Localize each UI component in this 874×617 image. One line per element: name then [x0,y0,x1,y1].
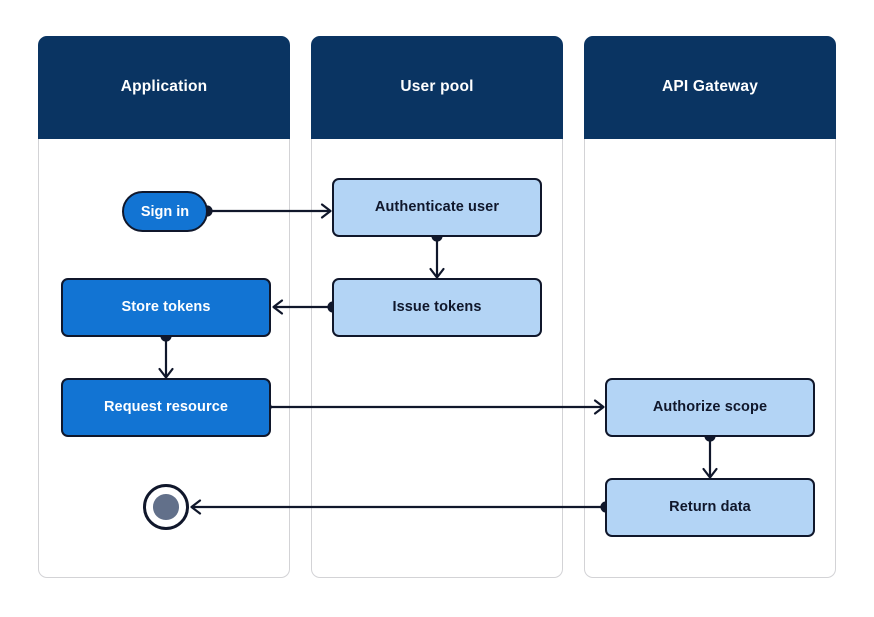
flow-node-label-request-resource: Request resource [103,398,229,415]
swimlane-header-label-api-gateway: API Gateway [661,78,759,96]
flow-node-label-issue-tokens: Issue tokens [392,298,482,315]
flow-node-request-resource[interactable]: Request resource [61,378,271,437]
flow-node-store-tokens[interactable]: Store tokens [61,278,271,337]
flow-node-issue-tokens[interactable]: Issue tokens [332,278,542,337]
swimlane-header-label-user-pool: User pool [400,78,474,96]
end-node-core-icon [153,494,179,520]
flow-node-authenticate-user[interactable]: Authenticate user [332,178,542,237]
flow-node-label-return-data: Return data [669,498,751,515]
swimlane-header-application: Application [38,36,290,139]
flow-node-label-store-tokens: Store tokens [121,298,211,315]
flow-node-label-sign-in: Sign in [140,203,190,220]
swimlane-header-user-pool: User pool [311,36,563,139]
flow-node-label-authorize-scope: Authorize scope [652,398,768,415]
flow-node-authorize-scope[interactable]: Authorize scope [605,378,815,437]
flow-node-label-authenticate-user: Authenticate user [374,198,500,215]
flow-node-sign-in[interactable]: Sign in [122,191,208,232]
swimlane-header-label-application: Application [120,78,208,96]
flow-node-end[interactable] [143,484,189,530]
swimlane-header-api-gateway: API Gateway [584,36,836,139]
flow-node-return-data[interactable]: Return data [605,478,815,537]
